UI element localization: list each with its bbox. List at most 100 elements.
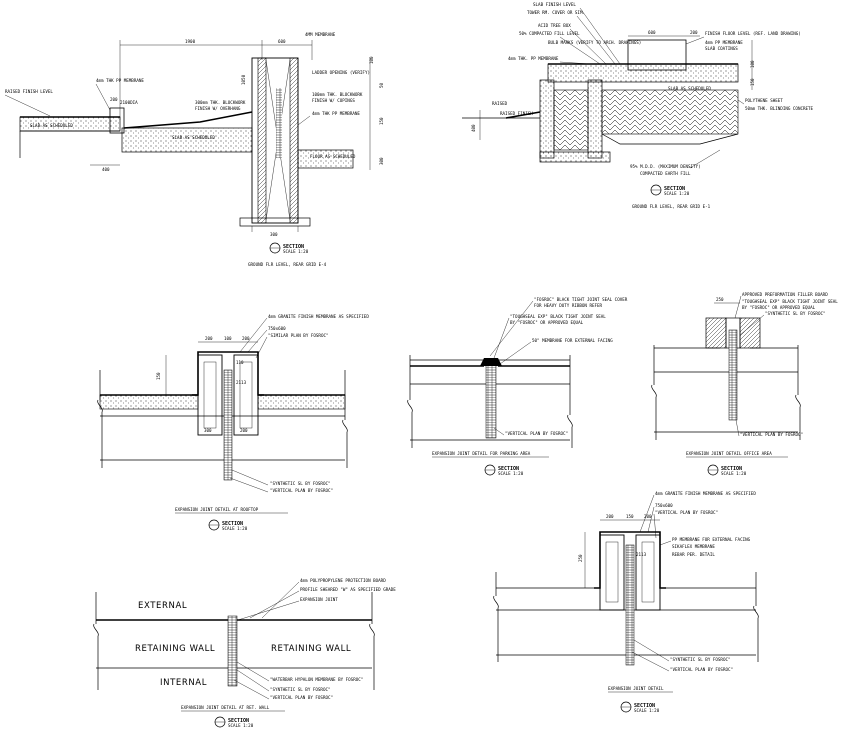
label-d2-11: 50mm THK. BLINDING CONCRETE	[745, 106, 814, 111]
label-d2-raised: RAISED	[492, 101, 508, 106]
label-d7-1: 750x600	[655, 503, 673, 508]
label-d1-14: 2100DIA	[120, 100, 138, 105]
text-external: EXTERNAL	[138, 601, 187, 611]
dim-d3-4: 110	[236, 360, 244, 365]
dim-100: 100	[369, 56, 374, 64]
label-d2-7: 4mm PP MEMBRANE	[705, 40, 743, 45]
section-sub-2: SCALE 1:20	[664, 191, 690, 196]
dim-d3-6: 2113	[236, 380, 247, 385]
label-d4-3: BY "FOSROC" OR APPROVED EQUAL	[510, 320, 584, 325]
label-d2-raised2: RAISED FINISH	[500, 111, 533, 116]
section-sub-7: SCALE 1:20	[634, 708, 660, 713]
dim-200-d2: 200	[690, 30, 698, 35]
label-d1-8: FINISH W/ COPINGS	[312, 98, 355, 103]
dim-50: 50	[379, 82, 384, 88]
label-d1-9: 4mm THK PP MEMBRANE	[312, 111, 360, 116]
dim-1900: 1900	[185, 39, 196, 44]
dim-150-d2: 150	[750, 78, 755, 86]
caption-detail-3: EXPANSION JOINT DETAIL AT ROOFTOP	[175, 507, 259, 512]
section-title-1: SECTION	[283, 244, 304, 250]
section-sub-4: SCALE 1:20	[498, 471, 524, 476]
label-d3-3: "SYNTHETIC SL BY FOSROC"	[270, 481, 331, 486]
label-d3-4: "VERTICAL PLAN BY FOSROC"	[270, 488, 333, 493]
dim-d7-5: 250	[578, 554, 583, 562]
detail-1-section-drawing: 1900 600 100 50 150 300 1050 200 400	[4, 32, 384, 267]
section-sub-3: SCALE 1:20	[222, 526, 248, 531]
label-d2-10: POLYTHENE SHEET	[745, 98, 783, 103]
section-sub-1: SCALE 1:20	[283, 249, 309, 254]
dim-200: 200	[110, 97, 118, 102]
label-d4-5: "VERTICAL PLAN BY FOSROC"	[505, 431, 568, 436]
label-d2-6: FINISH FLOOR LEVEL (REF. LAND DRAWING)	[705, 31, 801, 36]
dim-d7-4: 2113	[636, 552, 647, 557]
label-d1-12: FLOOR AS SCHEDULED	[310, 154, 356, 159]
label-d5-3: "SYNTHETIC SL BY FOSROC"	[765, 311, 826, 316]
caption-detail-7: EXPANSION JOINT DETAIL	[608, 686, 664, 691]
section-title-2: SECTION	[664, 186, 685, 192]
caption-detail-6: EXPANSION JOINT DETAIL AT RET. WALL	[181, 705, 270, 710]
callout-d7-1: "VERTICAL PLAN BY FOSROC"	[670, 667, 733, 672]
label-d2-4: BULB MARKS (VERIFY TO ARCH. DRAWINGS)	[548, 40, 641, 45]
section-title-6: SECTION	[228, 718, 249, 724]
label-d7-0: 4mm GRANITE FINISH MEMBRANE AS SPECIFIED	[655, 491, 756, 496]
label-d6-3: "WATERBAR HYPALON MEMBRANE BY FOSROC"	[270, 677, 363, 682]
label-d7-5: REBAR PER. DETAIL	[672, 552, 715, 557]
detail-6-retaining-wall-joint: EXTERNAL RETAINING WALL RETAINING WALL I…	[93, 578, 396, 728]
label-d1-1: 4mm THK PP MEMBRANE	[96, 78, 144, 83]
dim-1050: 1050	[241, 74, 246, 85]
label-d5-4: "VERTICAL PLAN BY FOSROC"	[740, 432, 803, 437]
label-d4-2: "TOUGHSEAL EXP" BLACK TIGHT JOINT SEAL	[510, 314, 606, 319]
section-sub-5: SCALE 1:20	[721, 471, 747, 476]
dim-d5-1: 250	[716, 297, 724, 302]
text-retaining-wall-left: RETAINING WALL	[135, 644, 215, 654]
label-d2-1: TOWER RM. COVER OR SIM.	[527, 10, 585, 15]
label-d2-0: SLAB FINISH LEVEL	[533, 2, 576, 7]
dim-d3-5: 150	[156, 372, 161, 380]
label-d1-13: RAISED FINISH LEVEL	[5, 89, 53, 94]
caption-detail-5: EXPANSION JOINT DETAIL OFFICE AREA	[686, 451, 772, 456]
dim-300: 300	[379, 157, 384, 165]
dim-d3-8: 200	[240, 428, 248, 433]
label-d1-0: 4MM MEMBRANE	[305, 32, 336, 37]
note-d2-2: COMPACTED EARTH FILL	[640, 171, 691, 176]
dim-d7-3: 200	[644, 514, 652, 519]
dim-d3-3: 200	[242, 336, 250, 341]
text-retaining-wall-right: RETAINING WALL	[271, 644, 351, 654]
dim-600-d2: 600	[648, 30, 656, 35]
label-d6-4: "SYNTHETIC SL BY FOSROC"	[270, 687, 331, 692]
label-d5-1: "TOUGHSEAL EXP" BLACK TIGHT JOINT SEAL	[742, 299, 838, 304]
label-d5-0: APPROVED PREFORMATION FILLER BOARD	[742, 292, 828, 297]
dim-100-d2: 100	[750, 60, 755, 68]
label-d3-2: "SIMILAR PLAN BY FOSROC"	[268, 333, 329, 338]
caption-detail-1: GROUND FLR LEVEL, REAR GRID E-4	[248, 262, 327, 267]
dim-d3-2: 100	[224, 336, 232, 341]
dim-400-d2: 400	[471, 124, 476, 132]
label-d2-9: SLAB AS SCHEDULED	[668, 86, 711, 91]
text-internal: INTERNAL	[160, 678, 207, 688]
dim-300-wall: 300	[270, 232, 278, 237]
dim-d7-1: 200	[606, 514, 614, 519]
label-d2-8: SLAB COATINGS	[705, 46, 738, 51]
label-d1-2: LADDER OPENING (VERIFY)	[312, 70, 370, 75]
label-d2-5: 4mm THK. PP MEMBRANE	[508, 56, 559, 61]
callout-d7-0: "SYNTHETIC SL BY FOSROC"	[670, 657, 731, 662]
section-title-7: SECTION	[634, 703, 655, 709]
label-d7-3: PP MEMBRANE FOR EXTERNAL FACING	[672, 537, 751, 542]
label-d2-2: ACID TREE BOX	[538, 23, 571, 28]
section-title-3: SECTION	[222, 521, 243, 527]
label-d4-0: "FOSROC" BLACK TIGHT JOINT SEAL COVER	[534, 297, 628, 302]
label-d1-11: SLAB AS SCHEDULED	[172, 135, 215, 140]
dim-d3-7: 300	[204, 428, 212, 433]
label-d6-5: "VERTICAL PLAN BY FOSROC"	[270, 695, 333, 700]
label-d6-0: 4mm POLYPROPYLENE PROTECTION BOARD	[300, 578, 386, 583]
caption-detail-2: GROUND FLR LEVEL, REAR GRID E-1	[632, 204, 711, 209]
label-d6-2: EXPANSION JOINT	[300, 597, 338, 602]
section-title-5: SECTION	[721, 466, 742, 472]
label-d1-7: 100mm THK. BLOCKWORK	[312, 92, 363, 97]
detail-2-section-drawing: 600 200 RAISED RAISED FINISH 400 100 150…	[462, 2, 814, 209]
label-d4-4: 50" MEMBRANE FOR EXTERNAL FACING	[532, 338, 613, 343]
dim-600: 600	[278, 39, 286, 44]
label-d5-2: BY "FOSROC" OR APPROVED EQUAL	[742, 305, 816, 310]
section-sub-6: SCALE 1:20	[228, 723, 254, 728]
